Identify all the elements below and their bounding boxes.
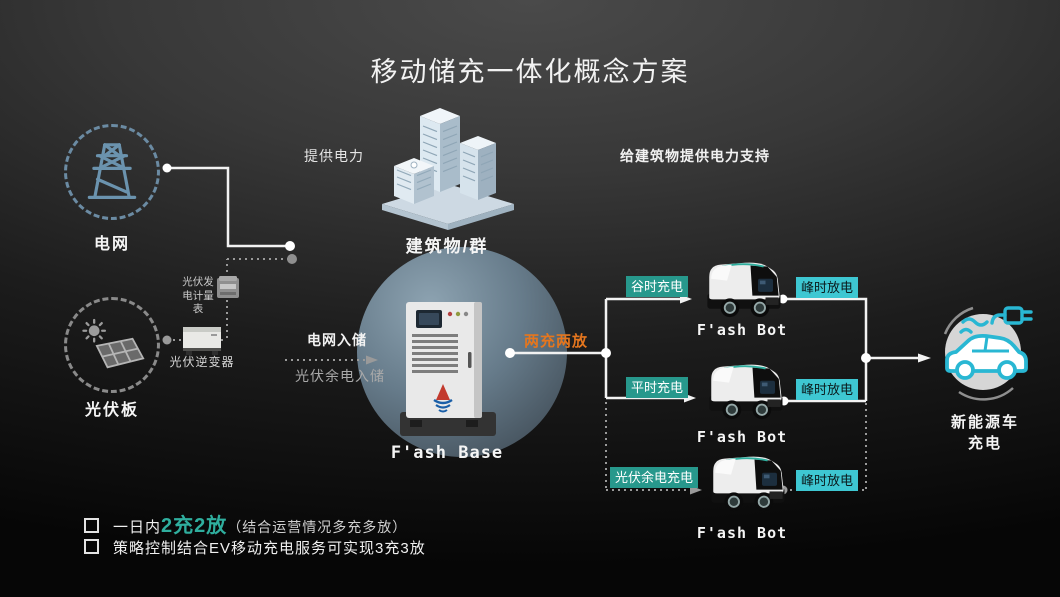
note2-text: 策略控制结合EV移动充电服务可实现3充3放	[113, 540, 426, 557]
bot3-charge-tag: 光伏余电充电	[610, 467, 699, 488]
meter-icon	[214, 274, 242, 307]
bot2-discharge-tag: 峰时放电	[796, 379, 859, 400]
checkbox-bullet-icon	[84, 539, 99, 554]
provide-power-note: 提供电力	[304, 148, 364, 164]
robot-bot-icon	[702, 452, 792, 519]
base-name-label: F'ash Base	[390, 443, 504, 463]
grid-label: 电网	[93, 236, 131, 253]
checkbox-bullet-icon	[84, 518, 99, 533]
grid-node-circle	[64, 124, 160, 220]
building-support-note: 给建筑物提供电力支持	[620, 148, 770, 164]
meter-label: 光伏发电计量表	[182, 276, 214, 316]
bot1-name-label: F'ash Bot	[696, 321, 788, 339]
car-label: 新能源车充电	[950, 414, 1019, 452]
bot2-charge-tag: 平时充电	[626, 377, 689, 398]
page-title: 移动储充一体化概念方案	[370, 57, 690, 87]
solar-panel-icon	[82, 318, 145, 369]
solar-label: 光伏板	[84, 402, 140, 419]
pv-to-storage-label: 光伏余电入储	[295, 368, 385, 384]
bot2-name-label: F'ash Bot	[696, 428, 788, 446]
solar-node-circle	[64, 297, 160, 393]
note-item-1: 一日内2充2放（结合运营情况多充多放）	[84, 509, 407, 538]
note1-highlight: 2充2放	[161, 515, 228, 537]
note1-prefix: 一日内	[113, 519, 162, 536]
bot1-charge-tag: 谷时充电	[626, 276, 689, 297]
grid-to-storage-label: 电网入储	[307, 332, 367, 348]
ev-car-charging-icon	[933, 292, 1039, 409]
inverter-icon	[182, 324, 222, 361]
note1-suffix: （结合运营情况多充多放）	[227, 519, 408, 535]
transmission-tower-icon	[87, 143, 137, 199]
bot3-discharge-tag: 峰时放电	[796, 470, 859, 491]
storage-cabinet-icon	[396, 300, 500, 447]
base-output-label: 两充两放	[524, 333, 589, 350]
bot1-discharge-tag: 峰时放电	[796, 277, 859, 298]
building-label: 建筑物/群	[405, 237, 489, 256]
robot-bot-icon	[698, 258, 788, 325]
buildings-icon	[378, 100, 518, 237]
note-item-2: 策略控制结合EV移动充电服务可实现3充3放	[84, 537, 426, 558]
robot-bot-icon	[700, 360, 790, 427]
bot3-name-label: F'ash Bot	[696, 524, 788, 542]
inverter-label: 光伏逆变器	[169, 355, 235, 369]
